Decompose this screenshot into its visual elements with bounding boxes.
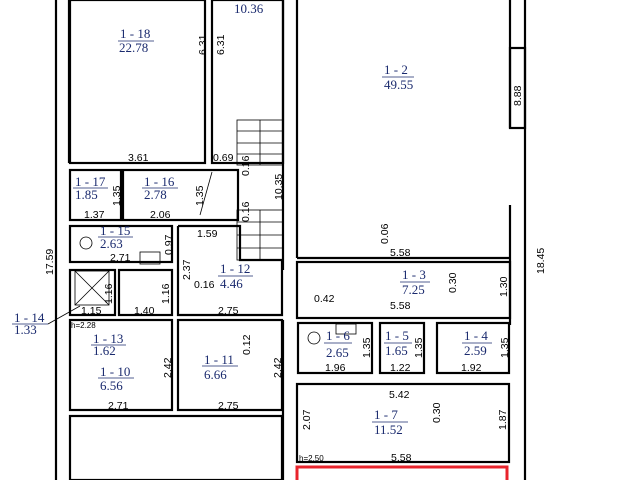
room-id: 1 - 7	[374, 407, 398, 422]
room-id: 1 - 15	[100, 223, 130, 238]
room-id: 1 - 16	[144, 174, 175, 189]
room-id: 1 - 3	[402, 267, 426, 282]
room-id: 1 - 10	[100, 364, 130, 379]
dimension: 1.30	[498, 276, 510, 297]
room-area: 1.65	[385, 343, 408, 358]
dimension: 1.96	[325, 362, 346, 374]
dimension: 1.35	[361, 337, 373, 358]
dimension: 2.06	[150, 209, 171, 221]
dimension: 1.35	[194, 185, 206, 206]
toilet-icon	[307, 331, 321, 345]
dimension: 2.42	[162, 357, 174, 378]
room-area: 1.62	[93, 343, 116, 358]
sink-icon	[335, 323, 357, 335]
dimension: 2.75	[218, 305, 239, 317]
dimension: 0.69	[213, 152, 234, 164]
staircase	[199, 119, 284, 261]
dimension: 0.06	[379, 223, 391, 244]
room-area: 1.33	[14, 322, 37, 337]
selection-highlight[interactable]	[295, 465, 509, 480]
dimension: 1.35	[111, 185, 123, 206]
dimension: 3.61	[128, 152, 149, 164]
dimension: 1.35	[413, 337, 425, 358]
dimension: 0.16	[240, 155, 252, 176]
room-id: 1 - 2	[384, 62, 408, 77]
dimension: 1.35	[499, 337, 511, 358]
dimension: 2.71	[110, 252, 131, 264]
dimension: 0.12	[241, 334, 253, 355]
room-area: 6.56	[100, 378, 123, 393]
dimension: 0.30	[447, 272, 459, 293]
dimension: 5.42	[389, 389, 410, 401]
dimension: 2.71	[108, 400, 129, 412]
dimension-labels: 6.31 6.31 3.61 0.69 0.16 10.35 1.35 1.35…	[44, 34, 547, 464]
room-labels: 1 - 18 22.78 10.36 1 - 2 49.55 1 - 17 1.…	[12, 1, 492, 437]
room-area: 10.36	[234, 1, 264, 16]
dimension: 1.15	[81, 305, 102, 317]
fixtures	[74, 236, 357, 345]
room-id: 1 - 11	[204, 352, 234, 367]
dimension: 1.59	[197, 228, 218, 240]
room-area: 11.52	[374, 422, 403, 437]
room-id: 1 - 6	[326, 328, 350, 343]
sink-icon	[139, 251, 161, 265]
shower-tray	[74, 270, 110, 306]
dimension: 8.88	[512, 85, 524, 106]
room-id: 1 - 4	[464, 328, 488, 343]
dimension: 10.35	[273, 174, 285, 200]
ceiling-height: h=2.50	[299, 454, 324, 463]
dimension: 0.97	[163, 234, 175, 255]
room-area: 1.85	[75, 187, 98, 202]
room-area: 6.66	[204, 367, 227, 382]
room-id: 1 - 5	[385, 328, 409, 343]
dimension: 1.40	[134, 305, 155, 317]
dimension: 5.58	[390, 247, 411, 259]
room-area: 2.65	[326, 345, 349, 360]
room-area: 2.59	[464, 343, 487, 358]
dimension: 17.59	[44, 249, 56, 275]
room-id: 1 - 12	[220, 261, 250, 276]
dimension: 0.42	[314, 293, 335, 305]
ceiling-height: h=2.28	[71, 321, 96, 330]
dimension: 2.07	[301, 409, 313, 430]
room-area: 2.63	[100, 236, 123, 251]
room-area: 7.25	[402, 282, 425, 297]
room-id: 1 - 17	[75, 174, 106, 189]
dimension: 1.92	[461, 362, 482, 374]
room-area: 2.78	[144, 187, 167, 202]
room-area: 22.78	[119, 40, 148, 55]
dimension: 1.16	[103, 283, 115, 304]
toilet-icon	[79, 236, 93, 250]
dimension: 5.58	[390, 300, 411, 312]
room-id: 1 - 18	[120, 26, 150, 41]
dimension: 2.42	[272, 357, 284, 378]
dimension: 5.58	[391, 452, 412, 464]
dimension: 1.22	[390, 362, 411, 374]
dimension: 1.16	[160, 283, 172, 304]
room-id: 1 - 13	[93, 331, 123, 346]
dimension: 0.16	[240, 201, 252, 222]
dimension: 6.31	[215, 34, 227, 55]
room-area: 49.55	[384, 77, 413, 92]
room-id: 1 - 14	[14, 310, 45, 325]
dimension: 1.37	[84, 209, 105, 221]
walls	[54, 0, 527, 480]
dimension: 18.45	[535, 248, 547, 274]
dimension: 2.37	[181, 259, 193, 280]
dimension: 6.31	[197, 34, 209, 55]
dimension: 0.30	[431, 402, 443, 423]
dimension: 2.75	[218, 400, 239, 412]
dimension: 0.16	[194, 279, 215, 291]
room-area: 4.46	[220, 276, 243, 291]
dimension: 1.87	[497, 409, 509, 430]
